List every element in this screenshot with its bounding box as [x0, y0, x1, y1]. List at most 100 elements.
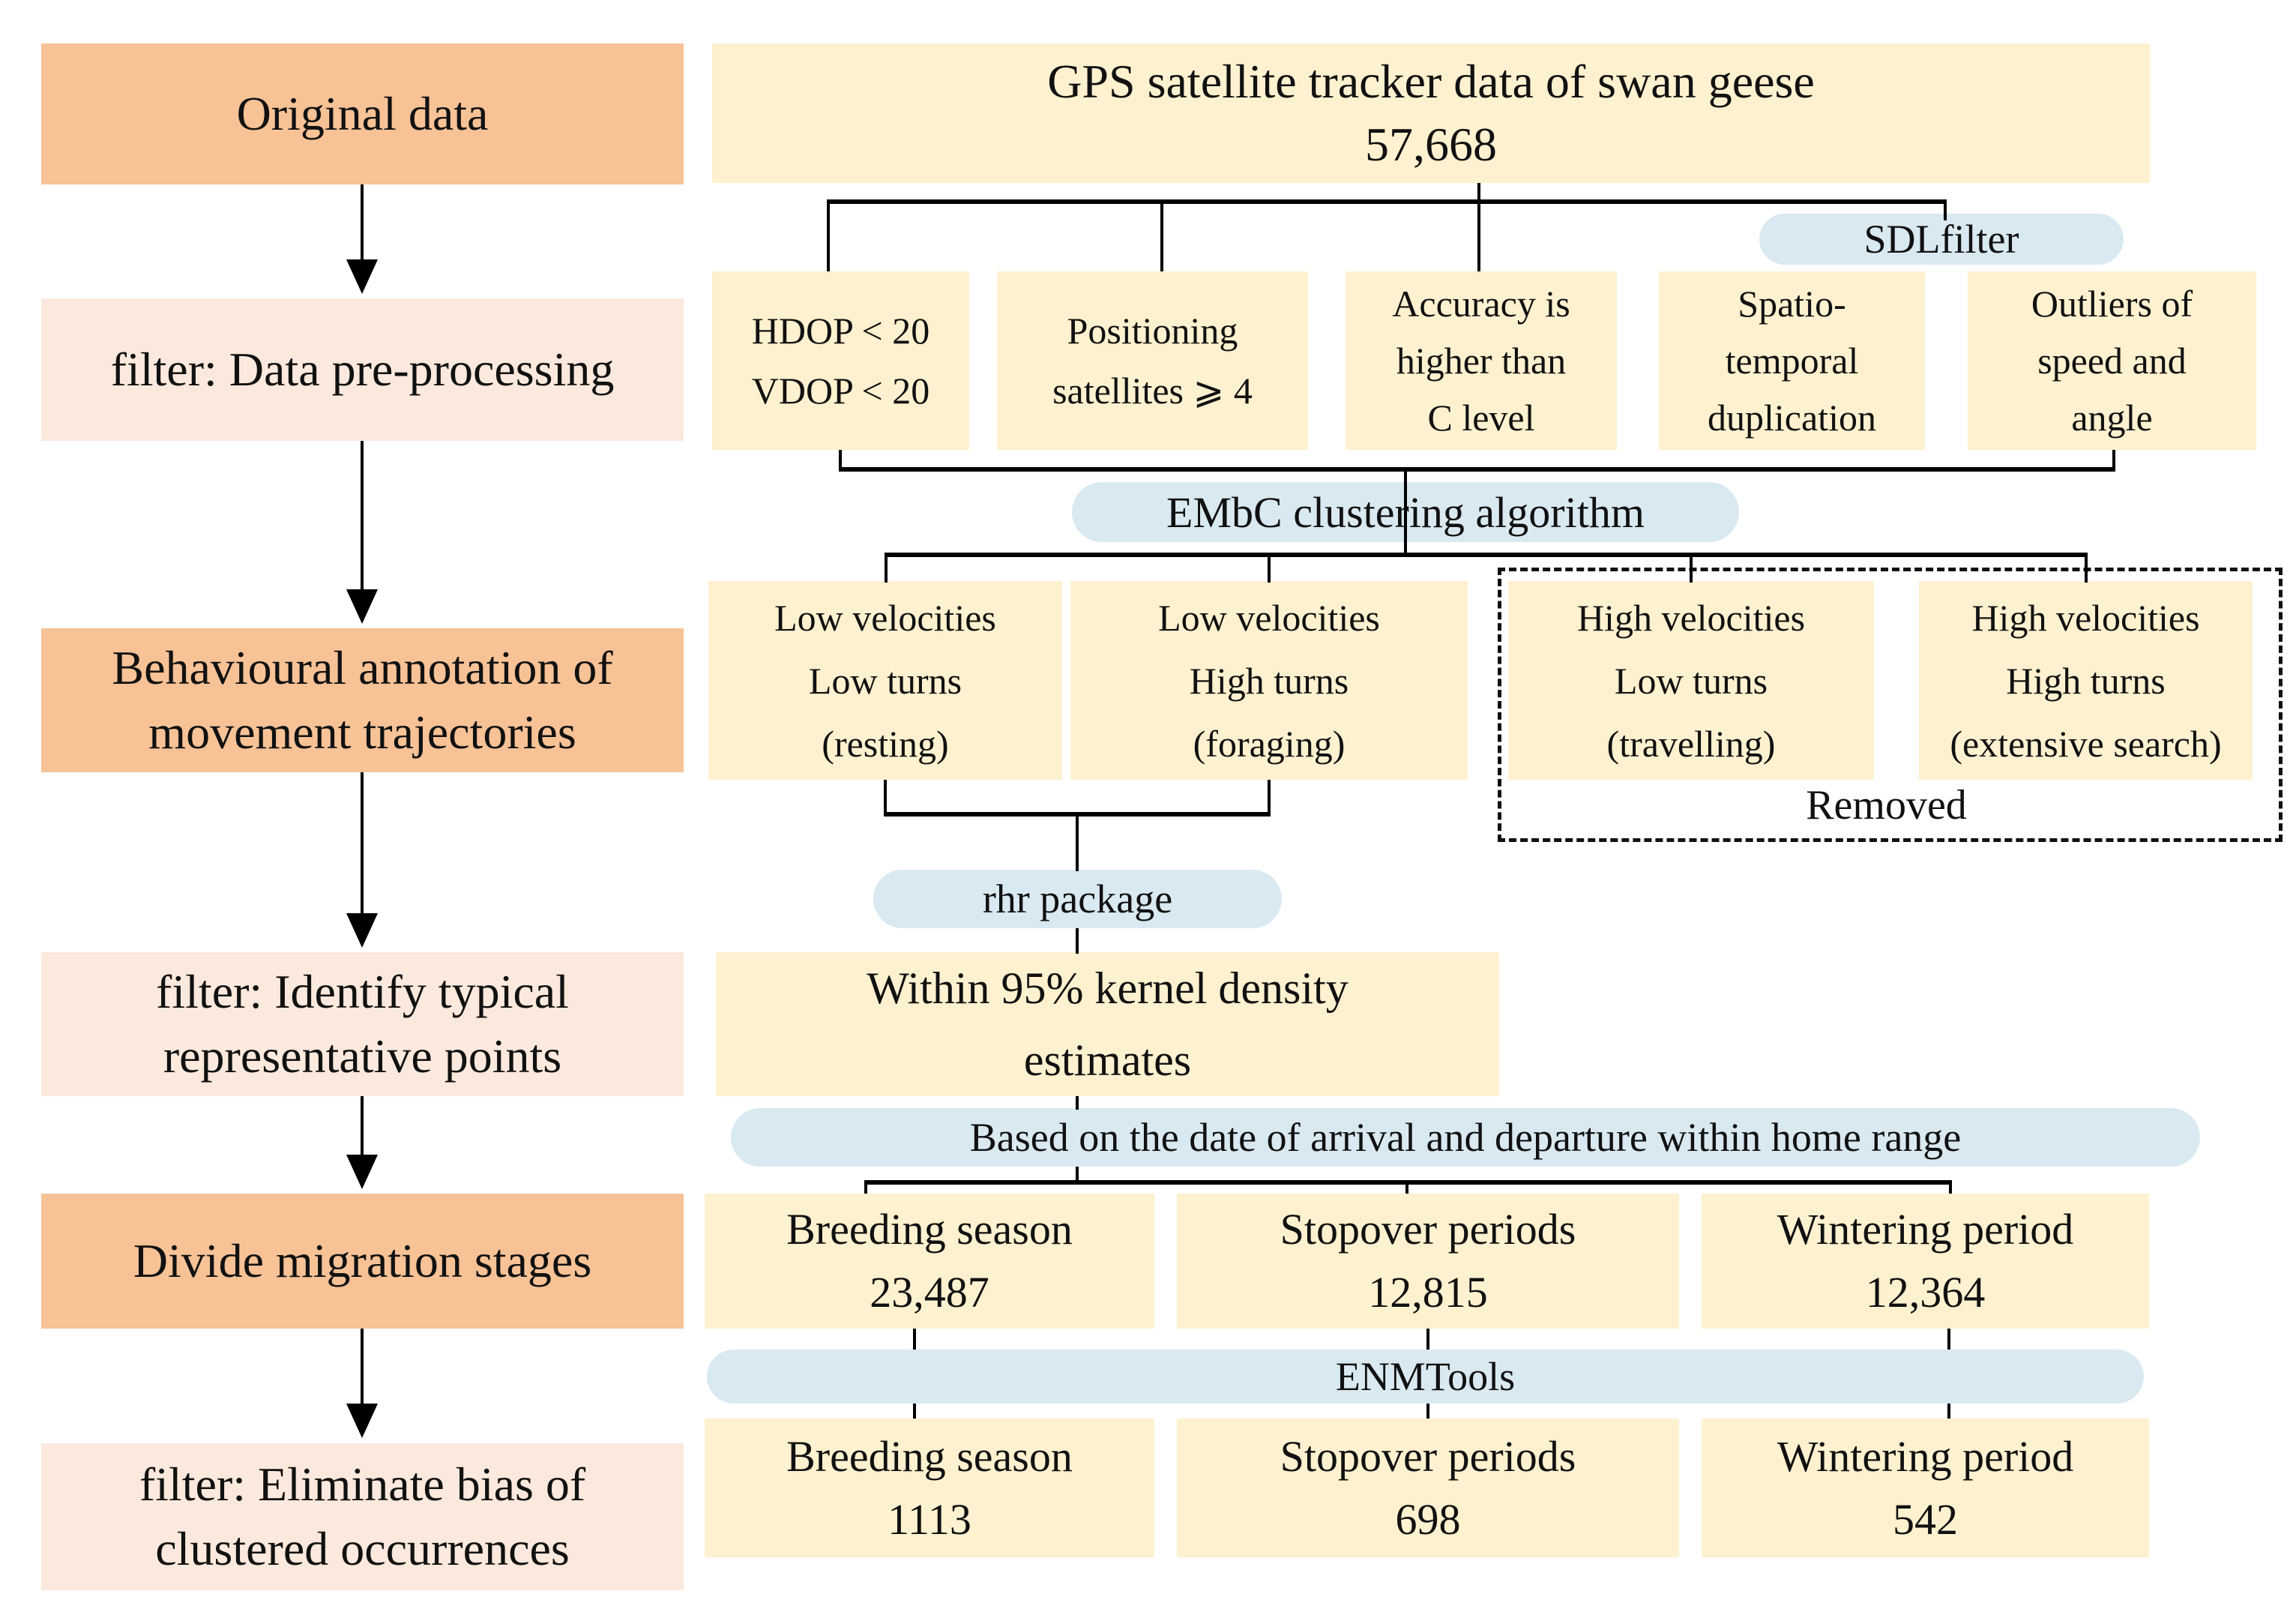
- behaviour-line: High turns: [1189, 659, 1349, 702]
- criteria-line: satellites ⩾ 4: [1052, 370, 1253, 412]
- connector-line: [913, 1404, 916, 1419]
- criteria-line: Positioning: [1067, 310, 1238, 352]
- stage-box-identify-representative-points: filter: Identify typical representative …: [41, 952, 684, 1096]
- criteria-box-accuracy: Accuracy is higher than C level: [1346, 271, 1617, 450]
- connector-line: [827, 199, 1947, 204]
- behaviour-line: Low velocities: [1158, 596, 1380, 639]
- source-data-box: GPS satellite tracker data of swan geese…: [712, 43, 2150, 183]
- stage-label: filter: Identify typical: [156, 965, 569, 1018]
- tool-label: SDLfilter: [1863, 217, 2019, 262]
- stage-box-divide-migration-stages: Divide migration stages: [41, 1194, 684, 1329]
- connector-line: [1477, 183, 1480, 202]
- connector-line: [1947, 1404, 1950, 1419]
- stage-label: filter: Data pre-processing: [110, 343, 615, 396]
- migration-box-breeding: Breeding season 23,487: [705, 1194, 1154, 1329]
- connector-line: [1477, 199, 1480, 271]
- tool-label: ENMTools: [1335, 1354, 1516, 1399]
- stage-label: filter: Eliminate bias of: [139, 1458, 586, 1511]
- criteria-line: Spatio-: [1738, 283, 1846, 325]
- criteria-line: VDOP < 20: [751, 370, 930, 412]
- final-count: 542: [1893, 1494, 1958, 1544]
- connector-line: [1405, 1180, 1408, 1194]
- stage-label: Behavioural annotation of: [112, 641, 613, 694]
- connector-line: [1690, 553, 1693, 583]
- stage-label: Original data: [236, 87, 489, 140]
- connector-line: [1076, 812, 1079, 871]
- stage-box-data-preprocessing: filter: Data pre-processing: [41, 298, 684, 441]
- connector-line: [1076, 928, 1079, 954]
- behaviour-line: (foraging): [1193, 722, 1346, 765]
- final-label: Stopover periods: [1280, 1431, 1576, 1481]
- connector-line: [827, 199, 830, 271]
- migration-label: Breeding season: [786, 1205, 1073, 1254]
- migration-box-stopover: Stopover periods 12,815: [1177, 1194, 1679, 1329]
- criteria-line: C level: [1427, 397, 1535, 439]
- behaviour-line: Low velocities: [774, 596, 996, 639]
- criteria-line: Accuracy is: [1392, 283, 1570, 325]
- behaviour-box-extensive-search: High velocities High turns (extensive se…: [1919, 581, 2253, 780]
- migration-label: Wintering period: [1777, 1205, 2074, 1254]
- final-box-breeding: Breeding season 1113: [705, 1419, 1154, 1557]
- connector-line: [1426, 1329, 1429, 1350]
- connector-line: [1076, 1096, 1079, 1110]
- connector-line: [1949, 1180, 1952, 1194]
- connector-line: [1268, 553, 1271, 583]
- tool-pill-sdlfilter: SDLfilter: [1759, 214, 2124, 265]
- criteria-line: temporal: [1725, 340, 1859, 382]
- behaviour-box-foraging: Low velocities High turns (foraging): [1070, 581, 1468, 780]
- connector-line: [2112, 450, 2115, 472]
- removed-label: Removed: [1806, 782, 1967, 828]
- behaviour-box-travelling: High velocities Low turns (travelling): [1508, 581, 1874, 780]
- stage-label: clustered occurrences: [155, 1522, 570, 1575]
- tool-label: rhr package: [982, 876, 1173, 921]
- connector-line: [1076, 1167, 1079, 1185]
- migration-box-wintering: Wintering period 12,364: [1702, 1194, 2149, 1329]
- criteria-box-outliers: Outliers of speed and angle: [1968, 271, 2256, 450]
- connector-line: [913, 1329, 916, 1350]
- stage-box-eliminate-bias: filter: Eliminate bias of clustered occu…: [41, 1443, 684, 1590]
- connector-line: [885, 553, 2088, 557]
- behaviour-line: (resting): [822, 722, 949, 765]
- connector-line: [1947, 1329, 1950, 1350]
- tool-pill-home-range: Based on the date of arrival and departu…: [731, 1108, 2200, 1167]
- criteria-line: HDOP < 20: [751, 310, 930, 352]
- stage-label: Divide migration stages: [133, 1234, 592, 1287]
- connector-line: [839, 467, 2115, 472]
- criteria-box-positioning-satellites: Positioning satellites ⩾ 4: [997, 271, 1308, 450]
- behaviour-line: High velocities: [1576, 596, 1806, 639]
- connector-line: [884, 780, 887, 816]
- criteria-line: Outliers of: [2031, 283, 2193, 325]
- criteria-line: angle: [2071, 397, 2153, 439]
- migration-label: Stopover periods: [1280, 1205, 1576, 1254]
- connector-line: [864, 1180, 867, 1194]
- connector-line: [2085, 553, 2088, 583]
- source-data-count: 57,668: [1365, 118, 1497, 171]
- behaviour-line: Low turns: [1614, 659, 1768, 702]
- tool-pill-rhr: rhr package: [873, 870, 1282, 928]
- final-label: Breeding season: [786, 1431, 1073, 1481]
- kernel-line: Within 95% kernel density: [867, 963, 1349, 1013]
- behaviour-box-resting: Low velocities Low turns (resting): [708, 581, 1062, 780]
- connector-line: [839, 450, 842, 472]
- stage-label: representative points: [163, 1029, 562, 1083]
- kernel-line: estimates: [1023, 1035, 1192, 1085]
- migration-count: 12,815: [1368, 1268, 1488, 1317]
- behaviour-line: High turns: [2006, 659, 2166, 702]
- criteria-box-hdop-vdop: HDOP < 20 VDOP < 20: [712, 271, 969, 450]
- stage-box-behavioural-annotation: Behavioural annotation of movement traje…: [41, 628, 684, 772]
- connector-line: [1268, 780, 1271, 816]
- migration-count: 12,364: [1865, 1268, 1986, 1317]
- stage-box-original-data: Original data: [41, 43, 684, 184]
- connector-line: [1160, 199, 1163, 271]
- removed-group-outline: [1498, 568, 2283, 842]
- final-count: 1113: [888, 1494, 971, 1544]
- final-label: Wintering period: [1777, 1431, 2074, 1481]
- behaviour-line: (extensive search): [1950, 722, 2222, 765]
- behaviour-line: High velocities: [1971, 596, 2200, 639]
- migration-count: 23,487: [870, 1268, 989, 1317]
- criteria-line: duplication: [1708, 397, 1876, 439]
- connector-line: [1426, 1404, 1429, 1419]
- tool-pill-enmtools: ENMTools: [707, 1350, 2144, 1404]
- criteria-line: speed and: [2037, 340, 2187, 382]
- criteria-line: higher than: [1396, 340, 1567, 382]
